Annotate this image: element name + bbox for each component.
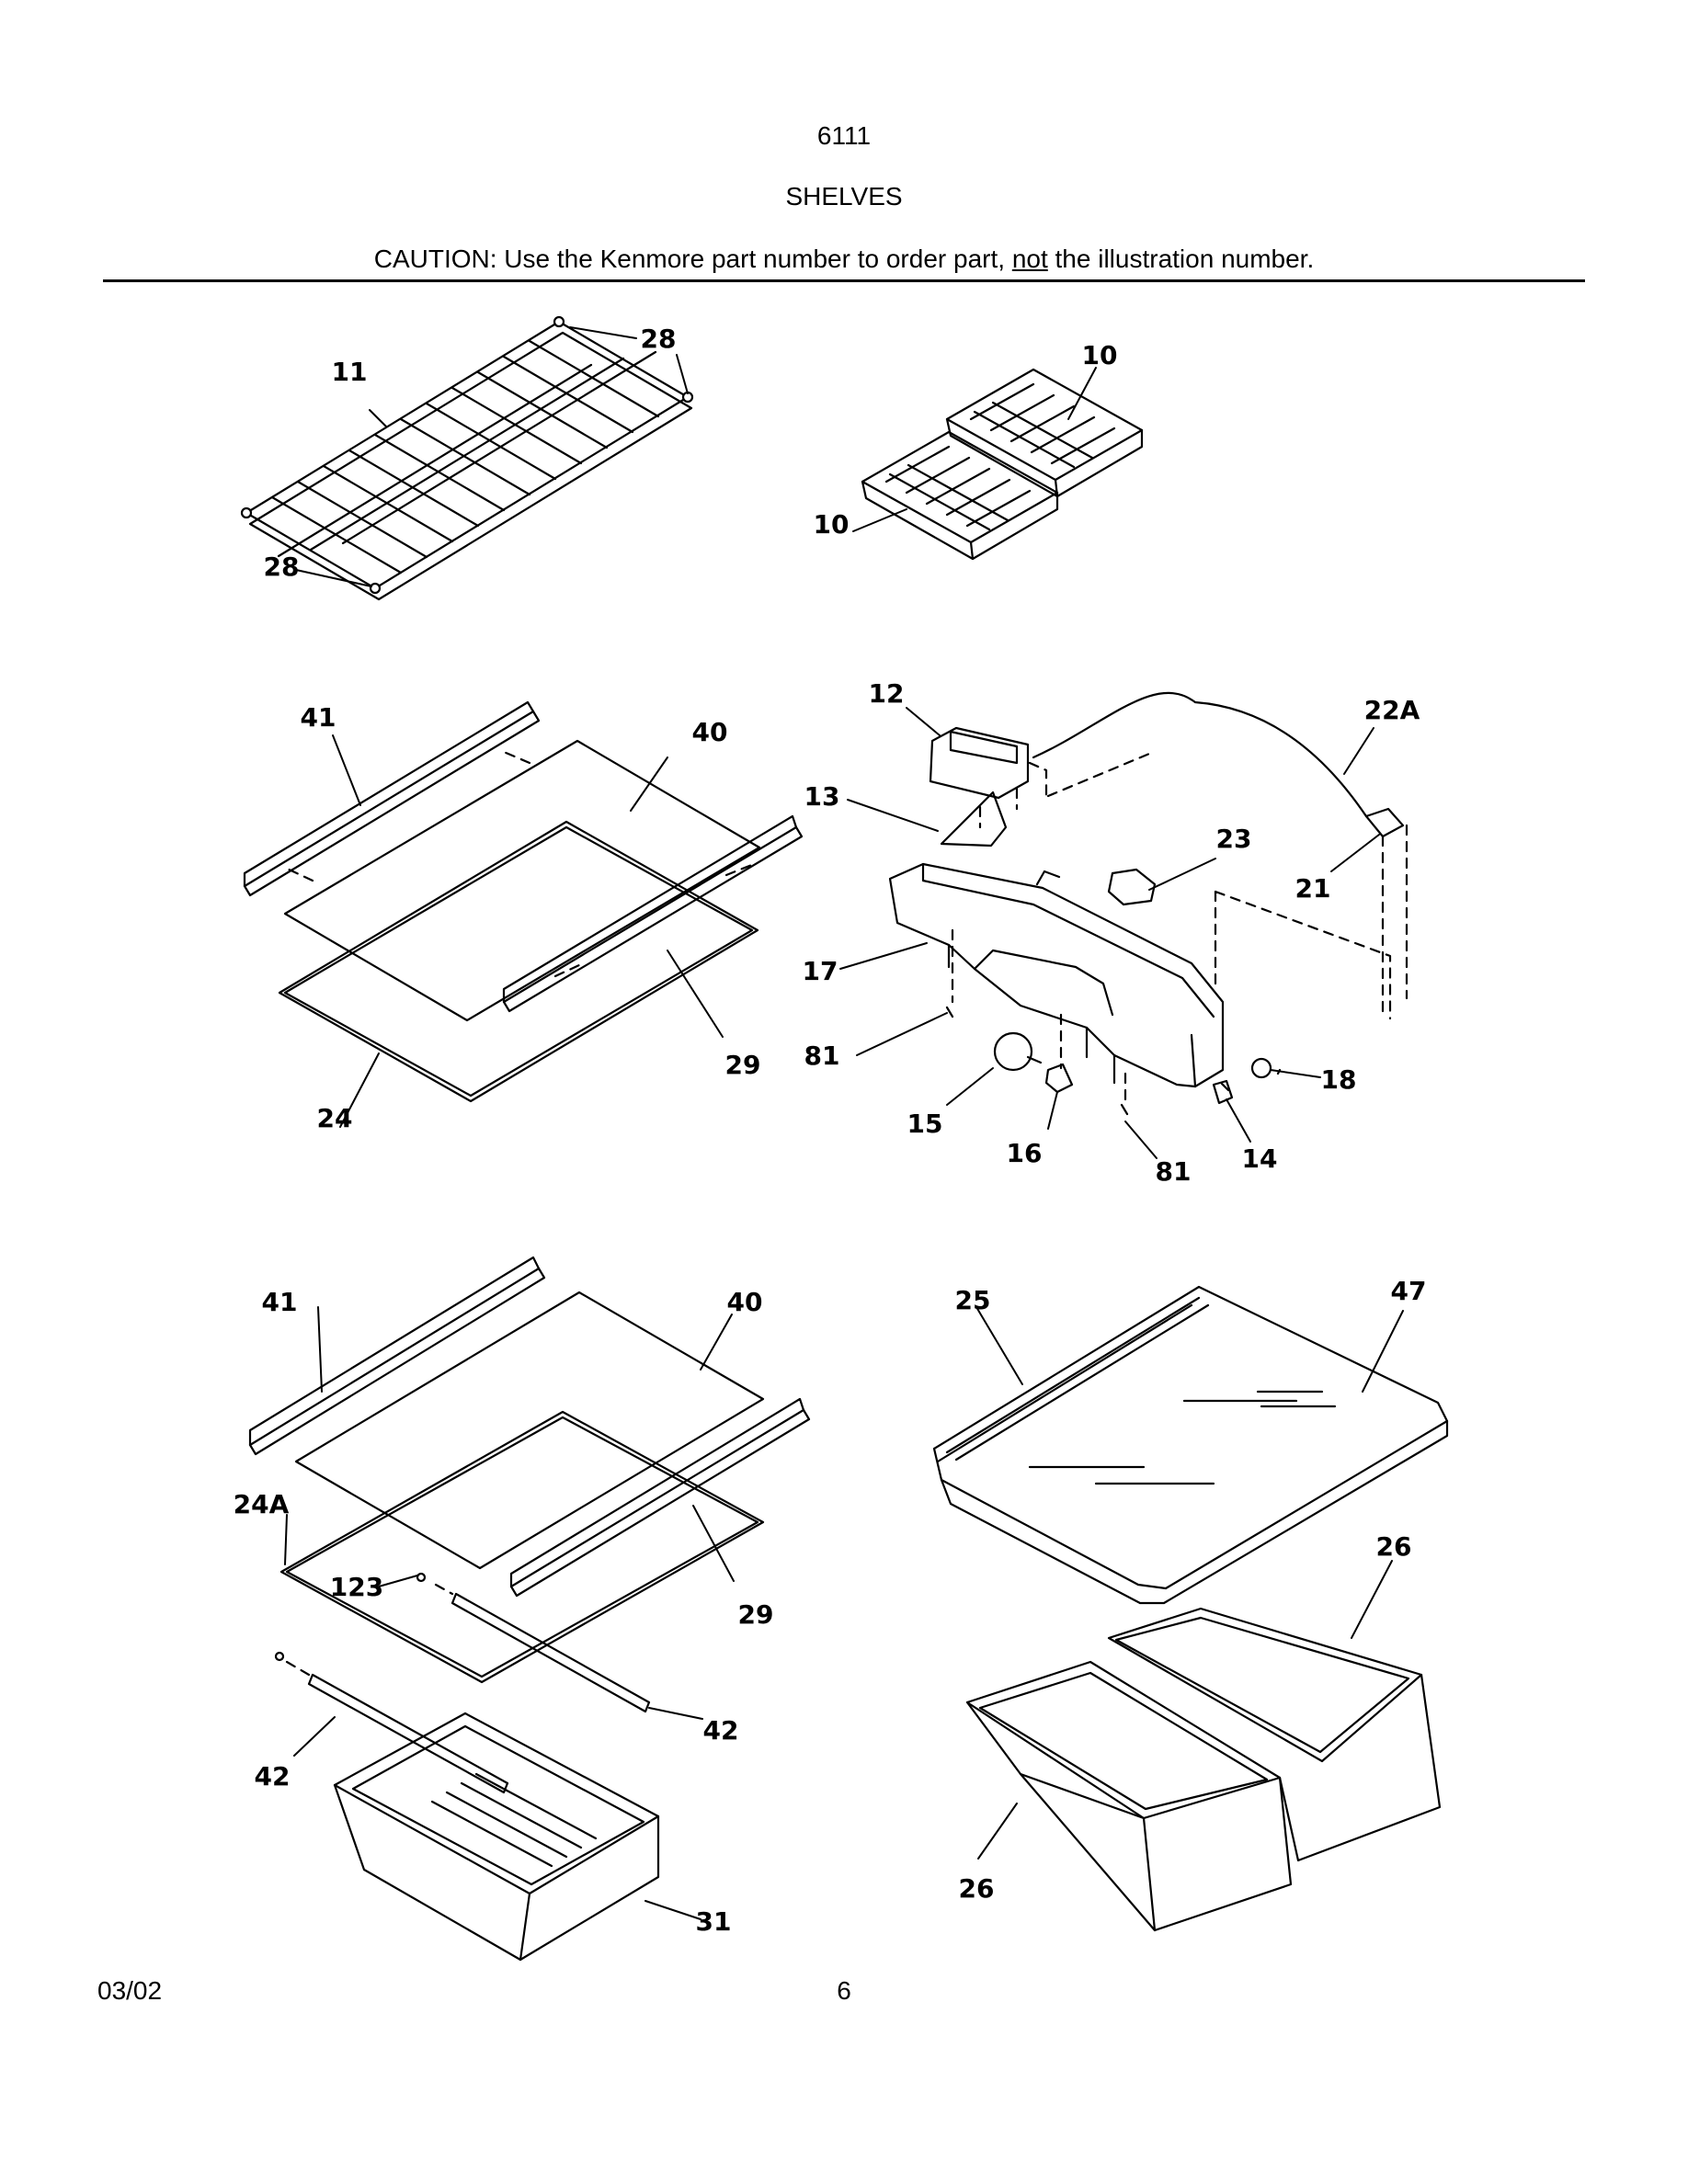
- callout-11: 11: [332, 357, 368, 387]
- callout-42-right: 42: [703, 1715, 739, 1746]
- callout-26-right: 26: [1376, 1531, 1412, 1562]
- glass-shelf-upper-illustration: [243, 700, 804, 1103]
- callout-81-right: 81: [1156, 1156, 1192, 1187]
- callout-12: 12: [869, 678, 905, 709]
- callout-16: 16: [1007, 1138, 1043, 1168]
- footer-page-number: 6: [837, 1976, 851, 2005]
- callout-28-top: 28: [641, 324, 677, 354]
- callout-leaders: [284, 326, 1404, 1920]
- callout-41-lower: 41: [262, 1287, 298, 1317]
- callout-15: 15: [907, 1109, 943, 1139]
- callout-21: 21: [1295, 873, 1331, 904]
- callout-13: 13: [804, 781, 840, 812]
- section-title: SHELVES: [785, 182, 903, 210]
- glass-shelf-lower-illustration: [248, 1256, 811, 1962]
- callout-10-bottom: 10: [814, 509, 850, 540]
- wire-shelf-illustration: [240, 315, 694, 601]
- ice-trays-illustration: [861, 368, 1144, 561]
- caution-emphasis: not: [1011, 245, 1048, 273]
- callout-23: 23: [1216, 824, 1252, 854]
- caution-text-pre: CAUTION: Use the Kenmore part number to …: [373, 245, 1012, 273]
- callout-47: 47: [1391, 1276, 1427, 1306]
- callout-labels: 11 28 28 10 10 41 40 29 24 12 13 17 81 1…: [234, 324, 1427, 1937]
- callout-25: 25: [955, 1285, 991, 1315]
- model-number: 6111: [816, 121, 872, 150]
- callout-123: 123: [330, 1572, 383, 1602]
- footer-date: 03/02: [97, 1976, 163, 2005]
- callout-22A: 22A: [1364, 695, 1420, 725]
- callout-14: 14: [1242, 1143, 1278, 1174]
- callout-40-lower: 40: [727, 1287, 763, 1317]
- caution-note: CAUTION: Use the Kenmore part number to …: [0, 245, 1688, 274]
- callout-41-upper: 41: [301, 702, 336, 733]
- callout-18: 18: [1321, 1064, 1357, 1095]
- callout-24: 24: [317, 1103, 353, 1133]
- callout-17: 17: [803, 956, 838, 986]
- icemaker-assembly-illustration: [888, 691, 1409, 1116]
- callout-10-top: 10: [1082, 340, 1118, 370]
- callout-81-left: 81: [804, 1041, 840, 1071]
- callout-42-left: 42: [255, 1761, 291, 1792]
- callout-26-left: 26: [959, 1873, 995, 1904]
- callout-24A: 24A: [234, 1489, 290, 1519]
- callout-31: 31: [696, 1906, 732, 1937]
- callout-28-bottom: 28: [264, 552, 300, 582]
- caution-text-post: the illustration number.: [1047, 245, 1315, 273]
- crisper-cover-drawers-illustration: [932, 1285, 1449, 1932]
- header-rule: [103, 279, 1585, 282]
- callout-29-lower: 29: [738, 1599, 774, 1630]
- callout-40-upper: 40: [692, 717, 728, 747]
- callout-29-upper: 29: [725, 1050, 761, 1080]
